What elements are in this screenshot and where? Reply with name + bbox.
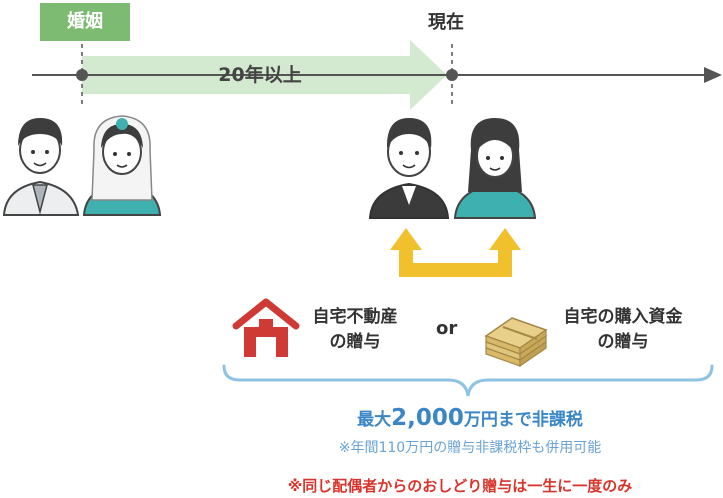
marriage-dot <box>76 69 88 81</box>
or-label: or <box>436 318 458 339</box>
annual-exemption-note: ※年間110万円の贈与非課税枠も併用可能 <box>338 440 602 456</box>
timeline-arrowhead <box>704 67 722 83</box>
gift-arrows <box>390 228 521 277</box>
summary-amount: 2,000 <box>391 405 464 431</box>
husband-icon <box>368 118 450 219</box>
funds-gift-label: 自宅の購入資金 の贈与 <box>563 307 683 352</box>
real-estate-gift-label: 自宅不動産 の贈与 <box>312 307 398 352</box>
house-icon <box>232 298 300 357</box>
marriage-label: 婚姻 <box>40 3 130 41</box>
bride-icon <box>82 115 162 216</box>
summary-prefix: 最大 <box>357 410 392 430</box>
span-label: 20年以上 <box>218 64 302 86</box>
groom-icon <box>2 118 80 216</box>
wife-icon <box>453 118 537 219</box>
tax-exempt-summary: 最大2,000万円まで非課税 <box>230 405 710 431</box>
now-label: 現在 <box>428 12 464 33</box>
summary-brace <box>222 364 714 397</box>
now-dot <box>446 69 458 81</box>
money-icon <box>484 317 548 368</box>
once-in-lifetime-warning: ※同じ配偶者からのおしどり贈与は一生に一度のみ <box>287 477 633 495</box>
summary-suffix: 万円まで非課税 <box>463 410 583 430</box>
